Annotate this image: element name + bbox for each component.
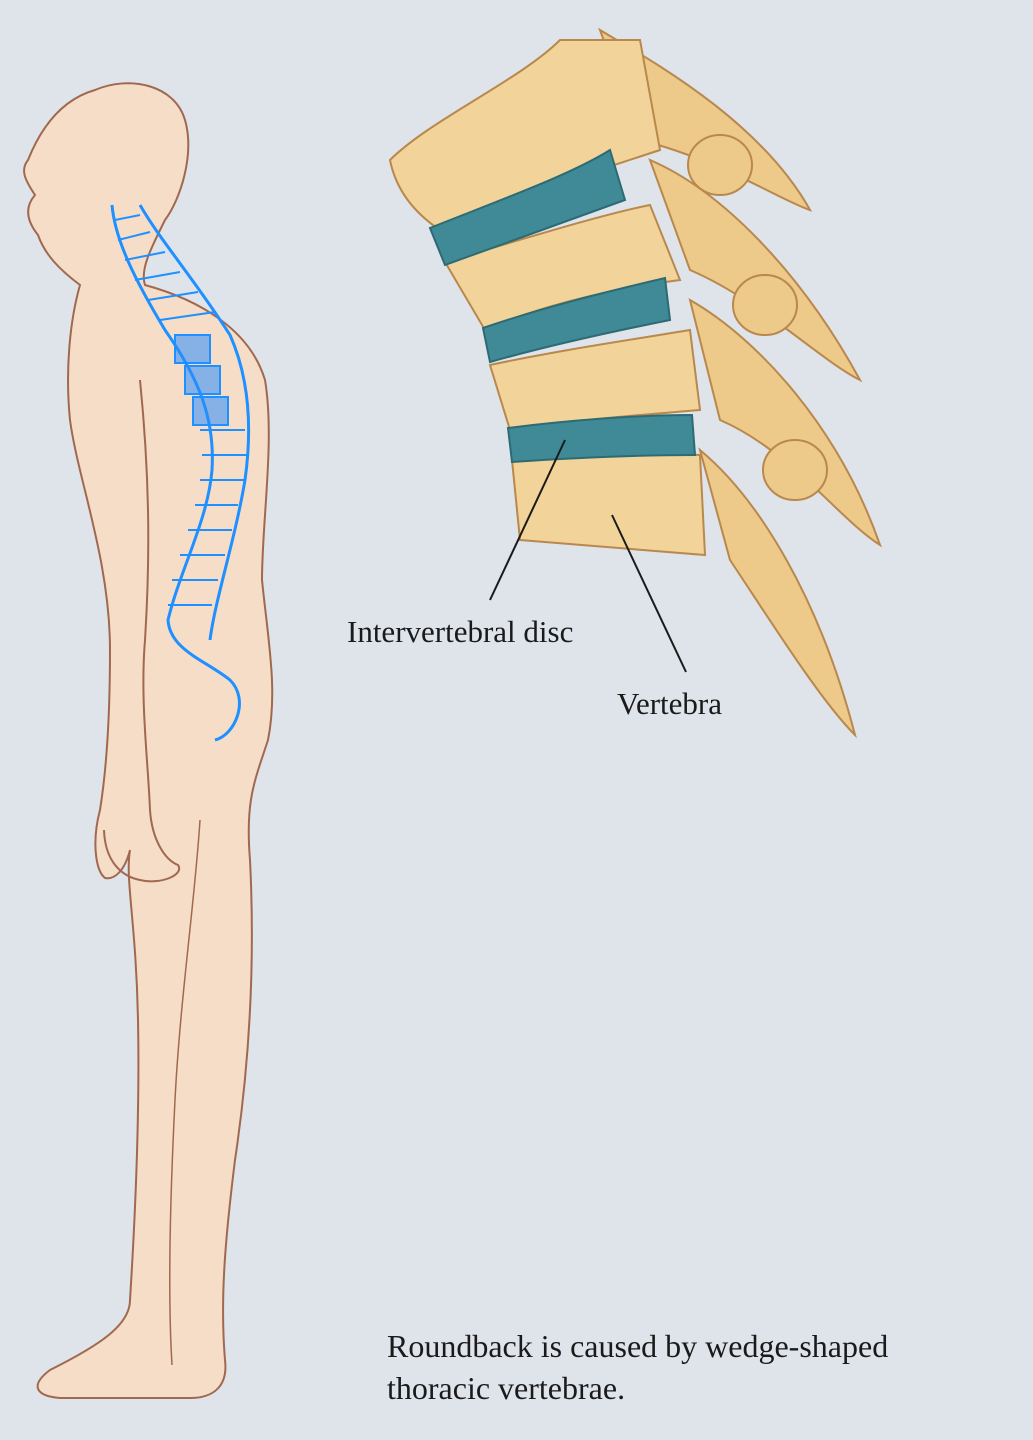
vertebral-body <box>512 454 705 555</box>
caption-line-2: thoracic vertebrae. <box>387 1367 888 1409</box>
caption-line-1: Roundback is caused by wedge-shaped <box>387 1325 888 1367</box>
facet-joint <box>763 440 827 500</box>
caption: Roundback is caused by wedge-shaped thor… <box>387 1325 888 1409</box>
facet-joint <box>733 275 797 335</box>
intervertebral-disc-label: Intervertebral disc <box>347 614 573 650</box>
vertebra-label: Vertebra <box>617 686 722 722</box>
facet-joint <box>688 135 752 195</box>
human-figure <box>24 83 272 1398</box>
